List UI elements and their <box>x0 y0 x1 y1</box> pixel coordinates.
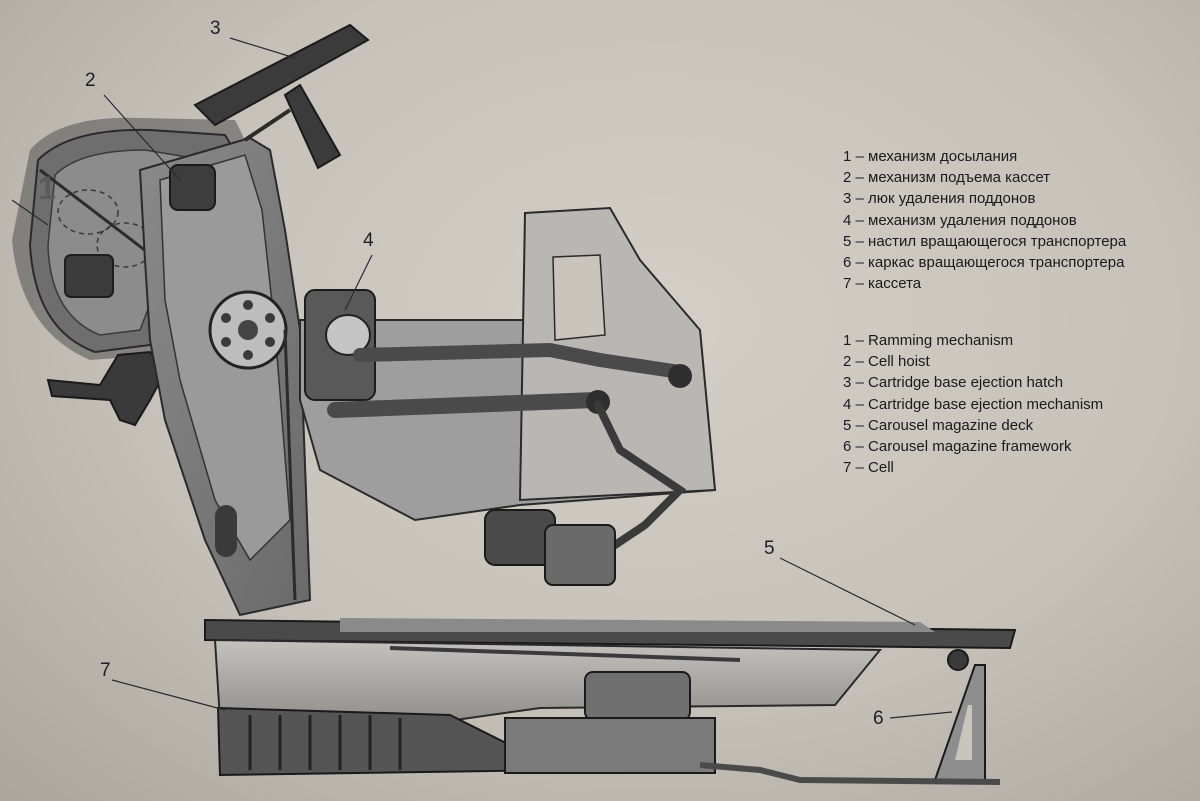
leader-line-7 <box>111 679 226 711</box>
carousel-framework <box>933 664 986 781</box>
legend-russian: 1 – механизм досылания 2 – механизм подъ… <box>843 146 1126 294</box>
legend-ru-item: 7 – кассета <box>843 275 922 293</box>
hoist-wheel-hub <box>238 320 258 340</box>
leader-line-2 <box>103 94 181 181</box>
hoist-slot <box>215 505 237 557</box>
legend-en-item: 1 – Ramming mechanism <box>843 332 1014 349</box>
hoist-wheel-holes <box>221 300 275 360</box>
drive-unit <box>584 671 691 721</box>
legend-en-item: 5 – Carousel magazine deck <box>843 416 1034 434</box>
callout-2: 2 <box>85 70 96 91</box>
mount-bracket <box>46 350 167 427</box>
legend-english: 1 – Ramming mechanism 2 – Cell hoist 3 –… <box>843 330 1103 478</box>
leader-lines <box>11 37 953 719</box>
ejection-arm-lower <box>327 392 603 418</box>
callout-6: 6 <box>873 708 884 729</box>
legend-ru-item: 1 – механизм досылания <box>843 148 1018 165</box>
framework-roller <box>947 649 969 671</box>
ejection-motor-cap <box>325 314 371 356</box>
ejection-linkage <box>594 401 687 549</box>
hoist-rail <box>283 329 297 601</box>
callout-1: 1 <box>38 170 56 206</box>
ejection-gearbox <box>544 524 616 586</box>
base-pedestal <box>504 717 716 774</box>
ejection-hatch-lever <box>193 23 370 127</box>
ejection-arm-upper <box>353 342 687 379</box>
cell-outline-dashed <box>57 189 119 235</box>
ejection-hatch-handle <box>283 83 342 170</box>
hoist-upper-drum <box>169 164 216 211</box>
ejection-panel-window <box>552 254 606 341</box>
legend-ru-item: 6 – каркас вращающегося транспортера <box>843 254 1125 272</box>
legend-ru-item: 2 – механизм подъема кассет <box>843 169 1051 187</box>
leader-line-3 <box>229 37 296 59</box>
legend-ru-item: 5 – настил вращающегося транспортера <box>843 232 1127 250</box>
leader-line-6 <box>889 711 953 719</box>
framework-window <box>955 705 972 760</box>
ejection-joint <box>668 364 692 388</box>
cell-ribs <box>248 715 402 770</box>
legend-en-item: 3 – Cartridge base ejection hatch <box>843 374 1064 392</box>
legend-ru-item: 4 – механизм удаления поддонов <box>843 211 1077 229</box>
carousel-deck-top <box>340 618 935 632</box>
ramming-drive-block <box>64 254 114 298</box>
drive-linkage <box>389 646 741 662</box>
leader-line-1 <box>11 199 49 226</box>
leader-line-4 <box>344 254 373 311</box>
callout-5: 5 <box>764 538 775 559</box>
legend-ru-item: 3 – люк удаления поддонов <box>843 190 1036 208</box>
ejection-hatch-rod <box>243 108 292 142</box>
legend-en-item: 6 – Carousel magazine framework <box>843 438 1072 456</box>
callout-7: 7 <box>100 660 111 681</box>
callout-4: 4 <box>363 230 374 251</box>
framework-rail <box>699 762 1001 785</box>
legend-en-item: 2 – Cell hoist <box>843 353 930 371</box>
legend-en-item: 4 – Cartridge base ejection mechanism <box>843 395 1104 413</box>
legend-en-item: 7 – Cell <box>843 459 894 477</box>
leader-line-5 <box>779 557 916 626</box>
callout-3: 3 <box>210 18 221 39</box>
